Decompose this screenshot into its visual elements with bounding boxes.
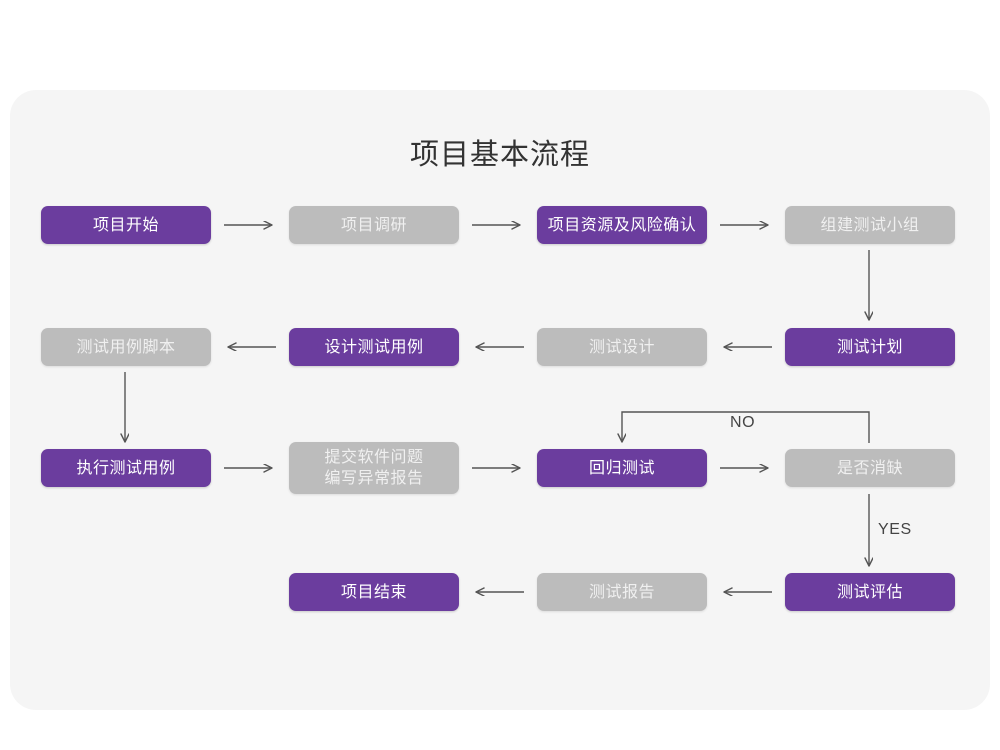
edge-label-no: NO	[730, 414, 756, 431]
flow-node-design-test-case[interactable]: 设计测试用例	[289, 328, 459, 366]
page-title: 项目基本流程	[409, 139, 590, 171]
flow-node-test-case-script[interactable]: 测试用例脚本	[41, 328, 211, 366]
flow-node-regression-test[interactable]: 回归测试	[537, 449, 707, 487]
flow-node-defect-cleared[interactable]: 是否消缺	[785, 449, 955, 487]
flow-node-test-evaluation[interactable]: 测试评估	[785, 573, 955, 611]
flow-node-test-plan[interactable]: 测试计划	[785, 328, 955, 366]
flow-node-project-start[interactable]: 项目开始	[41, 206, 211, 244]
flow-node-test-design[interactable]: 测试设计	[537, 328, 707, 366]
flow-node-project-research[interactable]: 项目调研	[289, 206, 459, 244]
flow-node-test-report[interactable]: 测试报告	[537, 573, 707, 611]
flow-node-execute-test-case[interactable]: 执行测试用例	[41, 449, 211, 487]
flow-node-project-end[interactable]: 项目结束	[289, 573, 459, 611]
flowchart-card	[10, 90, 990, 710]
flow-node-build-test-team[interactable]: 组建测试小组	[785, 206, 955, 244]
flow-node-submit-issue-report[interactable]: 提交软件问题 编写异常报告	[289, 442, 459, 494]
edge-label-yes: YES	[878, 521, 912, 538]
flow-node-resource-risk-confirm[interactable]: 项目资源及风险确认	[537, 206, 707, 244]
